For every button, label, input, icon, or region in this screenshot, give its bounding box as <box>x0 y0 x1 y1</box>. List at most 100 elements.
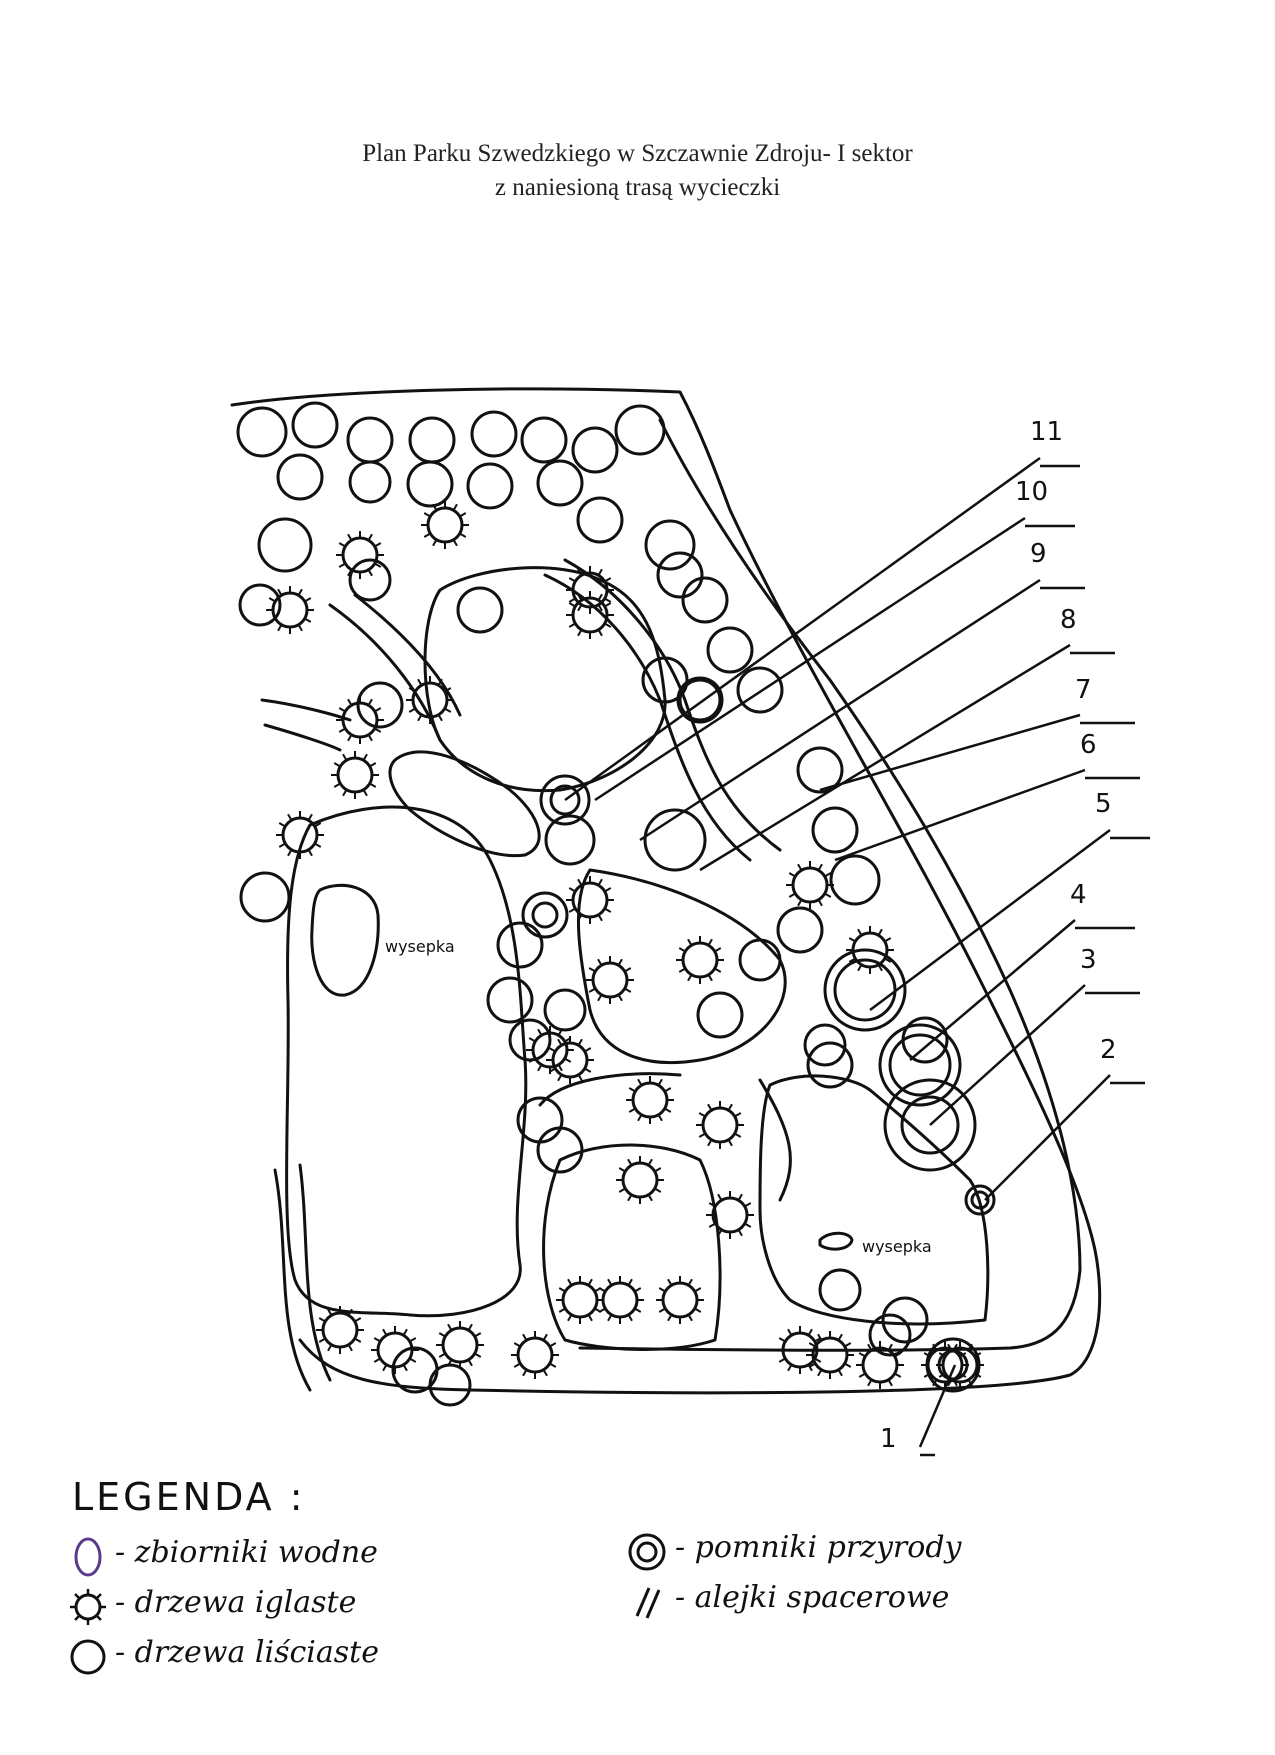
deciduous-tree <box>276 453 324 501</box>
deciduous-tree <box>643 808 707 872</box>
deciduous-tree <box>520 416 568 464</box>
deciduous-tree <box>644 519 696 571</box>
route-leader-line <box>909 919 1076 1061</box>
conifer-tree <box>436 1321 484 1369</box>
deciduous-tree <box>696 991 744 1039</box>
deciduous-tree <box>681 576 729 624</box>
natural-monument-icon <box>628 1533 666 1571</box>
deciduous-tree <box>706 626 754 674</box>
legend-water-bodies: - zbiorniki wodne <box>115 1535 378 1570</box>
deciduous-tree <box>576 496 624 544</box>
conifer-tree <box>331 751 379 799</box>
deciduous-tree <box>406 460 454 508</box>
island-left <box>310 883 380 997</box>
conifer-tree <box>806 1331 854 1379</box>
conifer-tree <box>316 1306 364 1354</box>
park-boundary-inner <box>578 418 1082 1352</box>
natural-monument <box>925 1337 981 1393</box>
route-leader-line <box>918 1364 957 1448</box>
natural-monument <box>964 1184 996 1216</box>
deciduous-tree <box>456 586 504 634</box>
island-label-left: wysepka <box>385 937 455 956</box>
pond-right <box>758 1074 990 1326</box>
route-leader-line <box>564 456 1041 802</box>
deciduous-tree <box>470 410 518 458</box>
map-title-line1: Plan Parku Szwedzkiego w Szczawnie Zdroj… <box>362 140 913 167</box>
deciduous-tree <box>829 854 881 906</box>
conifer-tree <box>336 696 384 744</box>
map-title-line2: z naniesioną trasą wycieczki <box>494 174 781 201</box>
conifer-tree <box>276 811 324 859</box>
deciduous-tree <box>641 656 689 704</box>
legend-conifers: - drzewa iglaste <box>115 1585 357 1620</box>
route-stop-number: 5 <box>1095 789 1112 819</box>
natural-monument <box>883 1078 977 1172</box>
deciduous-tree <box>348 558 392 602</box>
deciduous-tree <box>656 551 704 599</box>
route-leader-line <box>819 713 1081 792</box>
deciduous-tree <box>738 938 782 982</box>
route-stop-number: 2 <box>1100 1035 1117 1065</box>
deciduous-tree <box>536 1126 584 1174</box>
conifer-tree <box>421 501 469 549</box>
route-leader-line <box>869 829 1111 1011</box>
conifer-tree <box>266 586 314 634</box>
deciduous-tree <box>496 921 544 969</box>
route-stop-number: 6 <box>1080 730 1097 760</box>
conifer-tree <box>656 1276 704 1324</box>
deciduous-tree-icon <box>70 1639 106 1675</box>
conifer-tree <box>626 1076 674 1124</box>
conifer-tree <box>546 1036 594 1084</box>
deciduous-tree <box>796 746 844 794</box>
conifer-tree <box>696 1101 744 1149</box>
deciduous-tree <box>868 1313 912 1357</box>
route-stop-number: 11 <box>1030 417 1063 447</box>
deciduous-tree <box>806 1041 854 1089</box>
deciduous-tree <box>348 460 392 504</box>
conifer-tree <box>856 1341 904 1389</box>
route-leader-line <box>639 578 1041 842</box>
deciduous-tree <box>736 666 784 714</box>
walking-path <box>328 603 442 742</box>
deciduous-tree <box>356 681 404 729</box>
deciduous-tree <box>408 416 456 464</box>
legend-deciduous: - drzewa liściaste <box>115 1635 379 1670</box>
route-stop-number: 1 <box>880 1424 897 1454</box>
conifer-tree <box>846 926 894 974</box>
park-boundary <box>230 387 1102 1395</box>
deciduous-tree <box>543 988 587 1032</box>
legend-natural-monuments: - pomniki przyrody <box>675 1530 962 1565</box>
route-leader-line <box>834 768 1086 862</box>
route-leader-line <box>984 1074 1111 1201</box>
route-leader-line <box>699 643 1071 872</box>
conifer-tree <box>566 876 614 924</box>
route-stop-number: 7 <box>1075 675 1092 705</box>
conifer-tree <box>566 566 614 614</box>
route-leader-line <box>929 984 1086 1126</box>
deciduous-tree <box>811 806 859 854</box>
conifer-tree <box>526 1026 574 1074</box>
deciduous-tree <box>818 1268 862 1312</box>
natural-monument <box>823 948 907 1032</box>
deciduous-tree <box>676 676 724 724</box>
deciduous-tree <box>544 814 596 866</box>
natural-monument <box>539 774 591 826</box>
pond-large <box>285 805 528 1318</box>
water-body-icon <box>74 1537 102 1577</box>
route-stop-number: 10 <box>1015 477 1048 507</box>
conifer-tree <box>706 1191 754 1239</box>
island-label-right: wysepka <box>862 1237 932 1256</box>
conifer-tree <box>596 1276 644 1324</box>
deciduous-tree <box>508 1018 552 1062</box>
route-leader-line <box>594 516 1026 802</box>
conifer-tree <box>566 591 614 639</box>
conifer-tree <box>511 1331 559 1379</box>
deciduous-tree <box>239 871 291 923</box>
path-left <box>260 698 352 722</box>
island-right <box>818 1231 854 1251</box>
deciduous-tree <box>236 406 288 458</box>
deciduous-tree <box>346 416 394 464</box>
deciduous-tree <box>257 517 313 573</box>
natural-monument <box>521 891 569 939</box>
route-stop-number: 3 <box>1080 945 1097 975</box>
